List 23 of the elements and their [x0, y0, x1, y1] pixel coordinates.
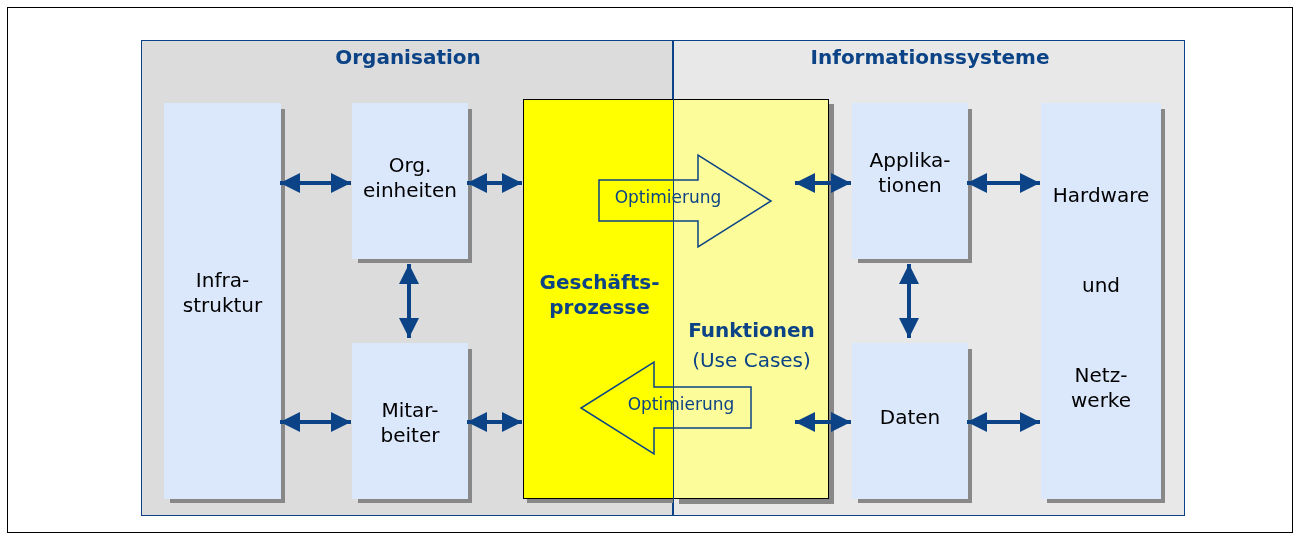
double-arrow: [795, 412, 851, 432]
box-label: Hardware: [1051, 183, 1151, 208]
double-arrow: [967, 173, 1040, 193]
box-label: Geschäfts- prozesse: [538, 270, 661, 320]
double-arrow: [467, 412, 522, 432]
box-label: Org. einheiten: [362, 153, 458, 203]
double-arrow: [280, 173, 351, 193]
double-arrow: [899, 264, 919, 338]
double-arrow: [795, 173, 851, 193]
box-label: Netz- werke: [1069, 363, 1133, 413]
box-label: Funktionen: [687, 318, 816, 343]
double-arrow: [467, 173, 522, 193]
box-label: Daten: [878, 405, 942, 430]
box-label: Infra- struktur: [181, 268, 264, 318]
box-label: Mitar- beiter: [379, 398, 441, 448]
box-label: Applika- tionen: [868, 148, 952, 198]
section-title: Informationssysteme: [809, 45, 1051, 70]
double-arrow: [280, 412, 351, 432]
subtitle: (Use Cases): [691, 348, 812, 373]
box-label: und: [1080, 273, 1121, 298]
section-title: Organisation: [334, 45, 482, 70]
double-arrow: [967, 412, 1040, 432]
double-arrow: [399, 264, 419, 338]
